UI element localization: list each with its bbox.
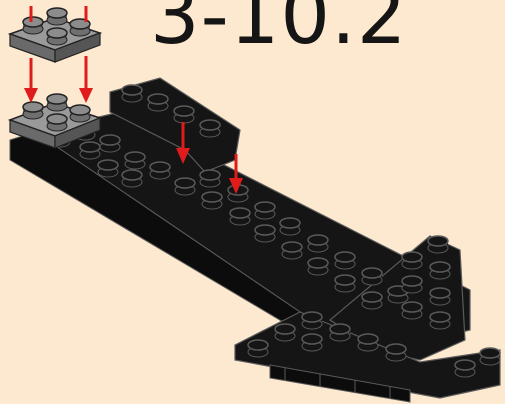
arrow-down-left bbox=[24, 58, 38, 103]
arrow-down-right bbox=[79, 56, 93, 103]
